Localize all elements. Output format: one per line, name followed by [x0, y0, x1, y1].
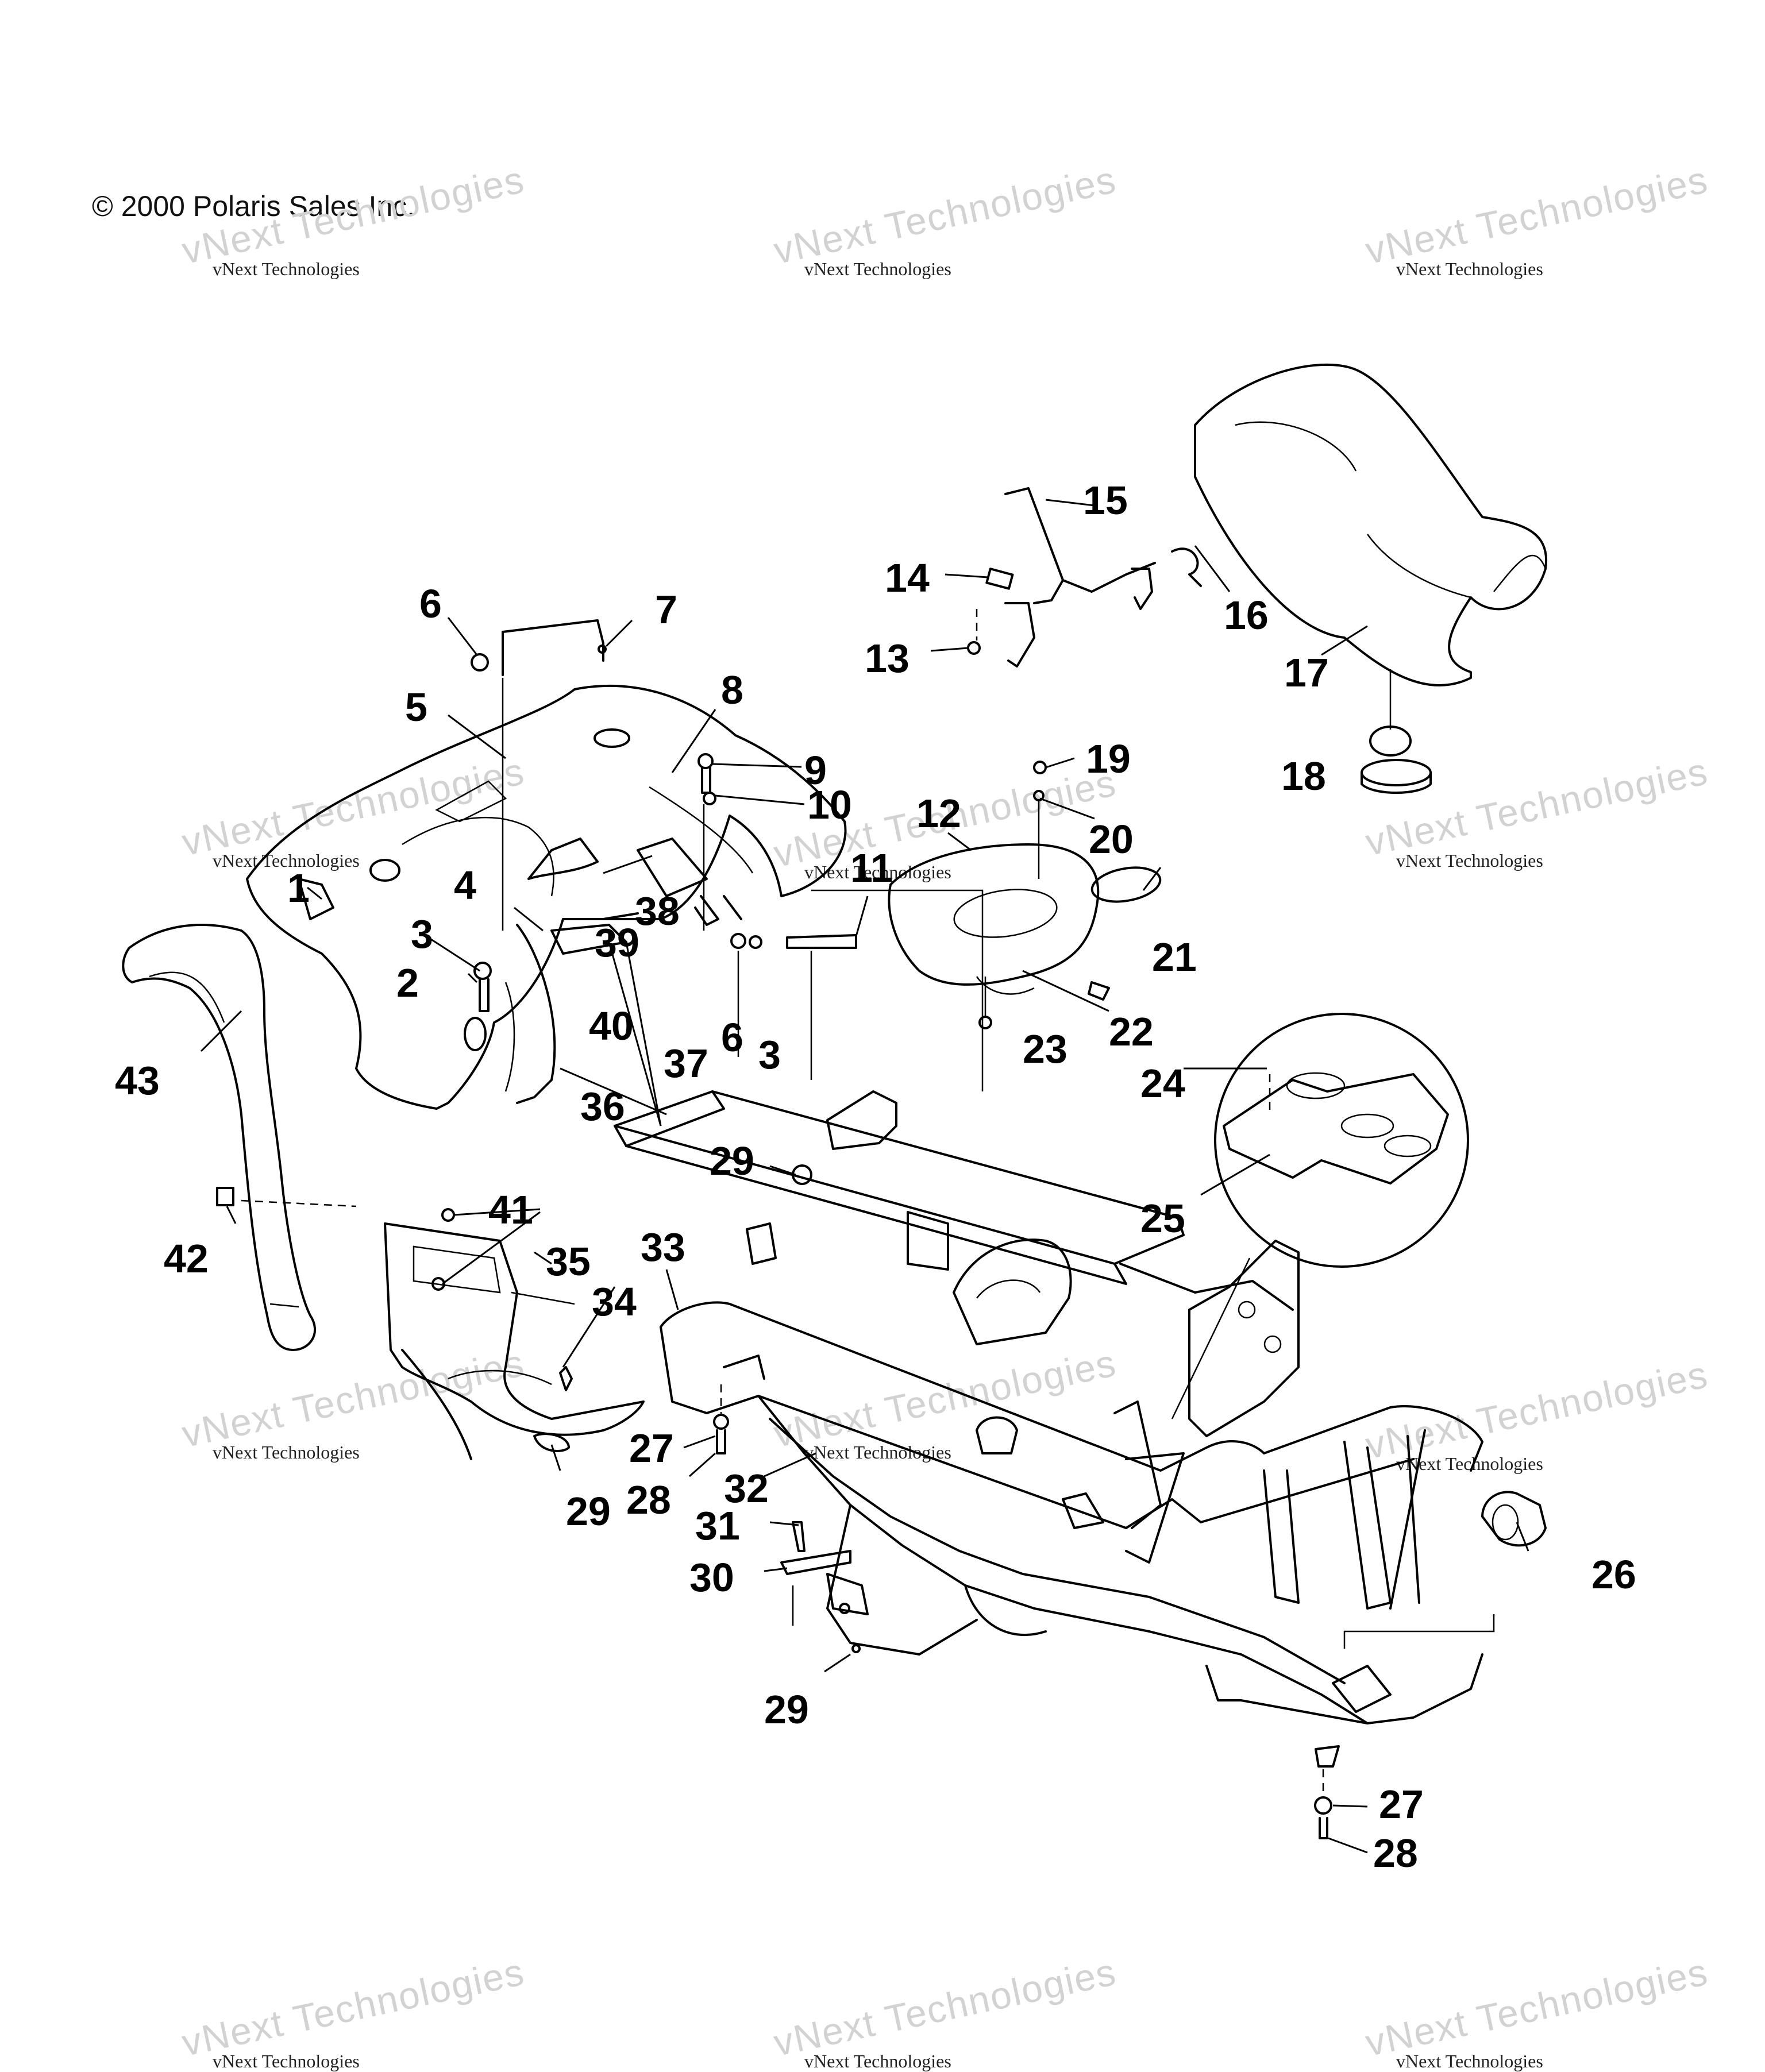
callout-1: 1 [287, 866, 310, 910]
callout-3: 3 [411, 912, 433, 956]
callout-28: 28 [626, 1477, 671, 1522]
lens-part [1090, 866, 1162, 903]
callout-15: 15 [1083, 478, 1128, 523]
callout-29: 29 [764, 1687, 809, 1732]
callout-39: 39 [595, 920, 639, 965]
callout-leaders [200, 499, 1529, 1854]
callout-2: 2 [396, 960, 419, 1005]
callout-41: 41 [488, 1187, 533, 1232]
callout-40: 40 [589, 1004, 634, 1048]
fender-flare-part [122, 924, 317, 1351]
callout-34: 34 [592, 1279, 637, 1324]
callout-27: 27 [1379, 1782, 1424, 1827]
seat-part [1194, 363, 1548, 687]
callout-9: 9 [804, 748, 827, 793]
fastener-parts [298, 753, 1340, 1839]
callout-30: 30 [689, 1555, 734, 1600]
callout-16: 16 [1224, 593, 1269, 638]
leader-lines [703, 801, 1040, 1626]
taillight-housing-part [888, 843, 1100, 995]
callout-23: 23 [1023, 1027, 1068, 1071]
callout-35: 35 [546, 1239, 591, 1284]
seat-bumper-part [1361, 669, 1432, 794]
callout-21: 21 [1152, 935, 1197, 979]
bracket-part [471, 619, 607, 931]
callout-29: 29 [566, 1489, 611, 1534]
callout-11: 11 [850, 846, 893, 890]
callout-10: 10 [807, 782, 852, 827]
rear-cab-part [246, 684, 847, 1110]
callout-3: 3 [758, 1032, 781, 1077]
callout-17: 17 [1284, 650, 1329, 695]
callout-22: 22 [1109, 1009, 1154, 1054]
callout-31: 31 [695, 1503, 740, 1548]
callout-36: 36 [580, 1084, 625, 1129]
callout-27: 27 [629, 1426, 674, 1471]
callout-37: 37 [664, 1041, 708, 1086]
callout-5: 5 [405, 685, 427, 730]
socket-part [1088, 981, 1110, 1001]
frame-part [614, 1090, 1547, 1724]
callout-29: 29 [710, 1139, 754, 1183]
callout-38: 38 [635, 889, 680, 933]
callout-26: 26 [1591, 1552, 1636, 1597]
footrest-part [384, 1222, 645, 1460]
callout-4: 4 [454, 863, 476, 908]
callout-14: 14 [885, 555, 930, 600]
callout-labels: 1 2 3 3 4 5 6 6 7 8 9 10 11 12 13 14 15 … [115, 478, 1636, 1876]
callout-24: 24 [1140, 1061, 1185, 1106]
callout-19: 19 [1086, 736, 1131, 781]
callout-20: 20 [1089, 817, 1134, 862]
copyright-notice: © 2000 Polaris Sales Inc. [92, 190, 415, 222]
callout-18: 18 [1281, 754, 1326, 798]
clip-part [216, 1187, 234, 1206]
callout-28: 28 [1373, 1831, 1418, 1876]
callout-25: 25 [1140, 1196, 1185, 1241]
callout-43: 43 [115, 1058, 160, 1103]
callout-42: 42 [164, 1236, 209, 1281]
callout-33: 33 [641, 1225, 685, 1270]
callout-13: 13 [865, 636, 910, 681]
callout-7: 7 [655, 587, 677, 632]
callout-6: 6 [721, 1015, 743, 1060]
callout-32: 32 [724, 1466, 769, 1511]
callout-6: 6 [419, 581, 442, 626]
callout-12: 12 [916, 791, 961, 836]
detail-inset [1171, 1013, 1469, 1419]
callout-8: 8 [721, 667, 743, 712]
